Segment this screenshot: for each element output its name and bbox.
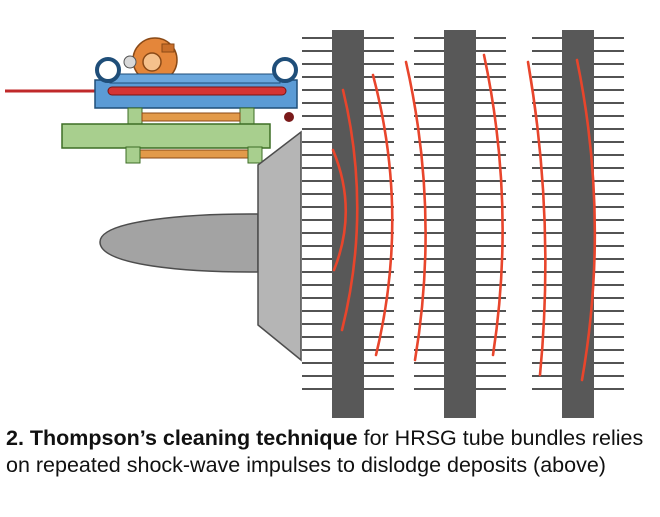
motor-cap (161, 43, 175, 53)
shock-wave-arc-icon (575, 58, 597, 382)
tube-bundle (302, 30, 624, 418)
base-plate (61, 123, 271, 149)
bracket-left (125, 146, 141, 164)
finned-tube-icon (444, 30, 476, 418)
cleaning-diagram (5, 30, 624, 418)
shock-wave-arc-icon (331, 148, 348, 272)
bracket-right (247, 146, 263, 164)
shock-wave-arc-icon (526, 60, 547, 377)
shock-wave-arc-icon (340, 88, 359, 332)
connector-rod-top (141, 112, 241, 122)
caption-number: 2. (6, 426, 30, 450)
shockwave-generator-icon (5, 37, 302, 362)
caption-title: 2. Thompson’s cleaning technique (6, 426, 358, 450)
shock-waves (331, 53, 597, 382)
caption-title-text: Thompson’s cleaning technique (29, 426, 358, 450)
finned-tube-icon (562, 30, 594, 418)
support-rod (137, 149, 259, 159)
figure-caption: 2. Thompson’s cleaning technique for HRS… (6, 425, 656, 479)
barrel (107, 86, 287, 96)
nozzle-cone (99, 213, 259, 273)
carriage-plate (109, 73, 281, 84)
shock-wave-arc-icon (482, 53, 504, 357)
motor-gear (142, 52, 162, 72)
deflector-plate (257, 130, 302, 362)
motor-knob (123, 55, 137, 69)
frame-ring-right (272, 57, 298, 83)
nozzle-bead (284, 112, 294, 122)
frame-ring-left (95, 57, 121, 83)
shock-wave-arc-icon (404, 60, 427, 362)
caption-body: for HRSG tube bundles relies on repeated… (6, 426, 644, 477)
shock-wave-arc-icon (371, 73, 394, 357)
finned-tube-icon (332, 30, 364, 418)
